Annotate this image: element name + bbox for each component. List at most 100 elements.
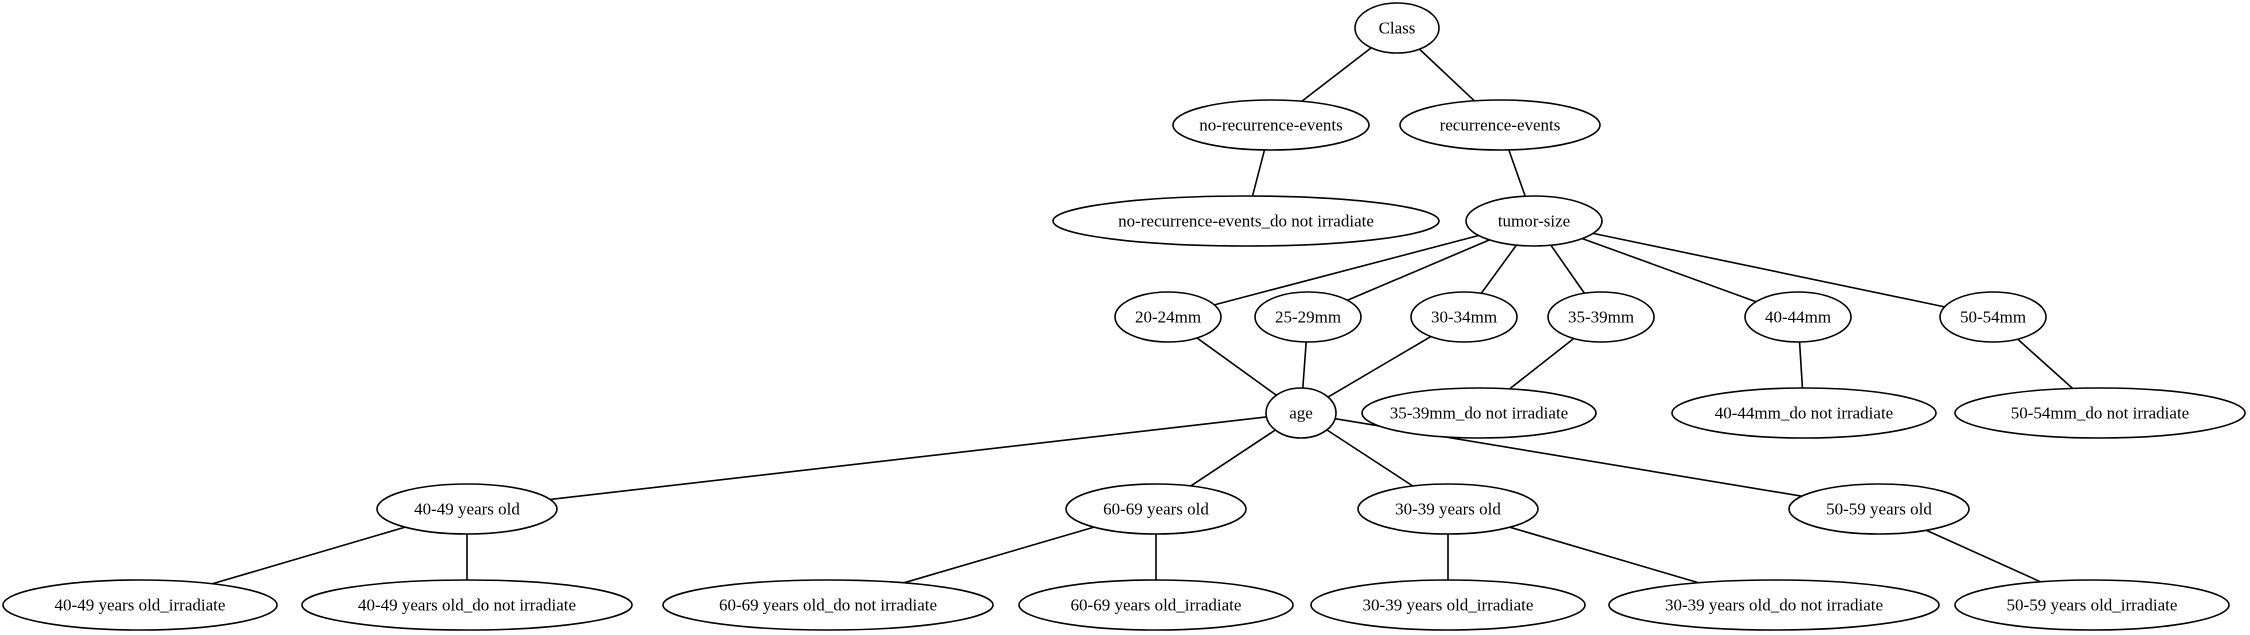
node-label: 50-59 years old_irradiate xyxy=(2007,596,2178,615)
node-label: tumor-size xyxy=(1498,212,1570,231)
node-label: 40-49 years old_do not irradiate xyxy=(358,596,576,615)
node-shape xyxy=(1954,579,2230,631)
node-30-39-years-old-do-not-irradiate: 30-39 years old_do not irradiate xyxy=(1608,579,1940,631)
node-tumor-size: tumor-size xyxy=(1465,195,1603,247)
node-shape xyxy=(1354,2,1440,54)
node-shape xyxy=(1018,579,1294,631)
node-label: Class xyxy=(1379,19,1416,38)
edge-50-54mm-to-50-54mm-do-not-irradiate xyxy=(2017,338,2074,390)
edge-tumor-size-to-35-39mm xyxy=(1550,244,1586,294)
node-no-recurrence-events: no-recurrence-events xyxy=(1172,99,1370,151)
node-shape xyxy=(376,483,558,535)
node-label: 30-34mm xyxy=(1431,308,1497,327)
node-shape xyxy=(1608,579,1940,631)
node-shape xyxy=(1410,291,1518,343)
node-label: 60-69 years old_do not irradiate xyxy=(719,596,937,615)
node-40-49-years-old: 40-49 years old xyxy=(376,483,558,535)
edges-layer xyxy=(212,47,2074,585)
node-label: no-recurrence-events_do not irradiate xyxy=(1118,212,1374,231)
node-50-59-years-old: 50-59 years old xyxy=(1788,483,1970,535)
node-shape xyxy=(662,579,994,631)
edge-30-39-years-old-to-30-39-years-old-do-not-irradiate xyxy=(1509,526,1699,584)
edge-age-to-60-69-years-old xyxy=(1190,429,1276,487)
edge-recurrence-events-to-tumor-size xyxy=(1508,149,1526,197)
edge-40-44mm-to-40-44mm-do-not-irradiate xyxy=(1798,341,1804,389)
node-shape xyxy=(1744,291,1852,343)
node-40-44mm-do-not-irradiate: 40-44mm_do not irradiate xyxy=(1671,387,1937,439)
node-shape xyxy=(1172,99,1370,151)
node-label: 35-39mm xyxy=(1568,308,1634,327)
node-shape xyxy=(1939,291,2047,343)
node-label: 40-49 years old xyxy=(414,500,520,519)
node-35-39mm: 35-39mm xyxy=(1547,291,1655,343)
node-shape xyxy=(1114,291,1222,343)
node-label: 20-24mm xyxy=(1135,308,1201,327)
node-shape xyxy=(1357,483,1539,535)
edge-tumor-size-to-50-54mm xyxy=(1592,232,1945,308)
edge-tumor-size-to-25-29mm xyxy=(1347,239,1490,302)
node-shape xyxy=(1254,291,1362,343)
node-50-54mm: 50-54mm xyxy=(1939,291,2047,343)
node-shape xyxy=(1399,99,1601,151)
edge-no-recurrence-events-to-no-recurrence-events-do-not-irradiate xyxy=(1251,149,1266,197)
node-label: 50-54mm xyxy=(1960,308,2026,327)
node-30-39-years-old-irradiate: 30-39 years old_irradiate xyxy=(1310,579,1586,631)
node-shape xyxy=(1547,291,1655,343)
node-shape xyxy=(1065,483,1247,535)
edge-40-49-years-old-to-40-49-years-old-irradiate xyxy=(212,526,406,585)
node-label: 40-44mm xyxy=(1765,308,1831,327)
node-label: 50-59 years old xyxy=(1826,500,1932,519)
node-30-34mm: 30-34mm xyxy=(1410,291,1518,343)
node-40-49-years-old-do-not-irradiate: 40-49 years old_do not irradiate xyxy=(301,579,633,631)
node-label: 50-54mm_do not irradiate xyxy=(2011,404,2189,423)
node-label: 25-29mm xyxy=(1275,308,1341,327)
node-label: 60-69 years old xyxy=(1103,500,1209,519)
node-shape xyxy=(301,579,633,631)
node-20-24mm: 20-24mm xyxy=(1114,291,1222,343)
edge-35-39mm-to-35-39mm-do-not-irradiate xyxy=(1509,337,1575,390)
node-label: 30-39 years old xyxy=(1395,500,1501,519)
edge-age-to-30-39-years-old xyxy=(1326,429,1414,487)
node-label: 40-44mm_do not irradiate xyxy=(1715,404,1893,423)
node-shape xyxy=(1310,579,1586,631)
node-shape xyxy=(1671,387,1937,439)
node-no-recurrence-events-do-not-irradiate: no-recurrence-events_do not irradiate xyxy=(1052,195,1440,247)
node-50-54mm-do-not-irradiate: 50-54mm_do not irradiate xyxy=(1954,387,2246,439)
node-30-39-years-old: 30-39 years old xyxy=(1357,483,1539,535)
edge-tumor-size-to-20-24mm xyxy=(1214,234,1479,306)
node-label: 30-39 years old_irradiate xyxy=(1363,596,1534,615)
node-60-69-years-old-do-not-irradiate: 60-69 years old_do not irradiate xyxy=(662,579,994,631)
node-35-39mm-do-not-irradiate: 35-39mm_do not irradiate xyxy=(1361,387,1597,439)
node-25-29mm: 25-29mm xyxy=(1254,291,1362,343)
node-shape xyxy=(1465,195,1603,247)
node-label: recurrence-events xyxy=(1440,116,1561,135)
node-shape xyxy=(1265,387,1337,439)
node-label: 35-39mm_do not irradiate xyxy=(1390,404,1568,423)
edge-age-to-40-49-years-old xyxy=(550,416,1267,501)
edge-class-to-recurrence-events xyxy=(1418,48,1475,102)
edge-20-24mm-to-age xyxy=(1196,337,1277,396)
node-shape xyxy=(1361,387,1597,439)
edge-25-29mm-to-age xyxy=(1302,341,1307,389)
node-label: 40-49 years old_irradiate xyxy=(55,596,226,615)
edge-class-to-no-recurrence-events xyxy=(1301,47,1372,102)
node-age: age xyxy=(1265,387,1337,439)
node-50-59-years-old-irradiate: 50-59 years old_irradiate xyxy=(1954,579,2230,631)
edge-60-69-years-old-to-60-69-years-old-do-not-irradiate xyxy=(903,526,1095,584)
node-shape xyxy=(1788,483,1970,535)
node-shape xyxy=(2,579,278,631)
edge-30-34mm-to-age xyxy=(1327,335,1432,398)
node-40-44mm: 40-44mm xyxy=(1744,291,1852,343)
node-shape xyxy=(1052,195,1440,247)
node-60-69-years-old-irradiate: 60-69 years old_irradiate xyxy=(1018,579,1294,631)
node-recurrence-events: recurrence-events xyxy=(1399,99,1601,151)
node-40-49-years-old-irradiate: 40-49 years old_irradiate xyxy=(2,579,278,631)
node-label: 30-39 years old_do not irradiate xyxy=(1665,596,1883,615)
node-shape xyxy=(1954,387,2246,439)
edge-50-59-years-old-to-50-59-years-old-irradiate xyxy=(1925,529,2041,583)
node-label: age xyxy=(1289,404,1313,423)
node-class: Class xyxy=(1354,2,1440,54)
edge-tumor-size-to-40-44mm xyxy=(1582,237,1757,303)
